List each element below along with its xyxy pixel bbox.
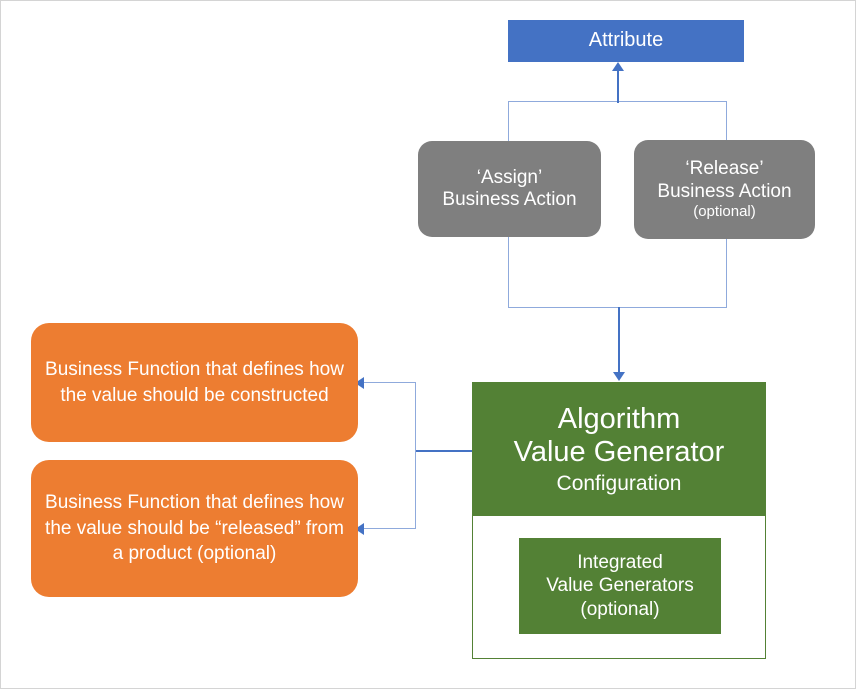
connector-functions-vertical-lower [415, 451, 416, 529]
connector-release-horizontal [364, 528, 416, 529]
algorithm-value-generator-header: Algorithm Value Generator Configuration [472, 382, 766, 516]
release-action-optional-note: (optional) [693, 202, 756, 220]
release-action-line2: Business Action [657, 180, 792, 202]
connector-bottom-horizontal-bus [508, 307, 727, 308]
arrow-down-to-algorithm-icon [613, 372, 625, 381]
connector-release-up-stem [726, 101, 727, 143]
connector-attribute-riser [617, 71, 619, 103]
connector-functions-vertical-upper [415, 382, 416, 451]
integrated-line1: Integrated [577, 552, 663, 574]
business-function-release-node[interactable]: Business Function that defines how the v… [31, 460, 358, 597]
arrow-left-to-construct-function-icon [355, 377, 364, 389]
assign-action-line1: ‘Assign’ [476, 166, 543, 188]
arrow-up-to-attribute-icon [612, 62, 624, 71]
arrow-left-to-release-function-icon [355, 523, 364, 535]
release-business-action-node[interactable]: ‘Release’ Business Action (optional) [634, 140, 815, 239]
integrated-value-generators-node[interactable]: Integrated Value Generators (optional) [519, 538, 721, 634]
connector-assign-down-stem [508, 237, 509, 307]
assign-action-line2: Business Action [442, 189, 577, 210]
attribute-node[interactable]: Attribute [508, 20, 744, 62]
algorithm-subtitle: Configuration [556, 471, 682, 495]
release-action-line1: ‘Release’ [685, 158, 764, 180]
business-function-release-label: Business Function that defines how the v… [45, 492, 344, 565]
business-function-construct-label: Business Function that defines how the v… [45, 358, 344, 406]
algorithm-value-generator-container[interactable]: Algorithm Value Generator Configuration … [472, 382, 766, 659]
assign-business-action-node[interactable]: ‘Assign’ Business Action [418, 141, 601, 237]
integrated-optional-note: (optional) [580, 598, 660, 620]
algorithm-title-line2: Value Generator [513, 436, 725, 469]
algorithm-title-line1: Algorithm [557, 403, 681, 436]
business-function-construct-node[interactable]: Business Function that defines how the v… [31, 323, 358, 442]
connector-assign-up-stem [508, 101, 509, 143]
integrated-line2: Value Generators [546, 575, 694, 597]
connector-algorithm-riser [618, 307, 620, 373]
connector-release-down-stem [726, 239, 727, 307]
attribute-label: Attribute [588, 29, 664, 52]
connector-construct-horizontal [364, 382, 416, 383]
connector-algorithm-left-stem [415, 450, 473, 452]
